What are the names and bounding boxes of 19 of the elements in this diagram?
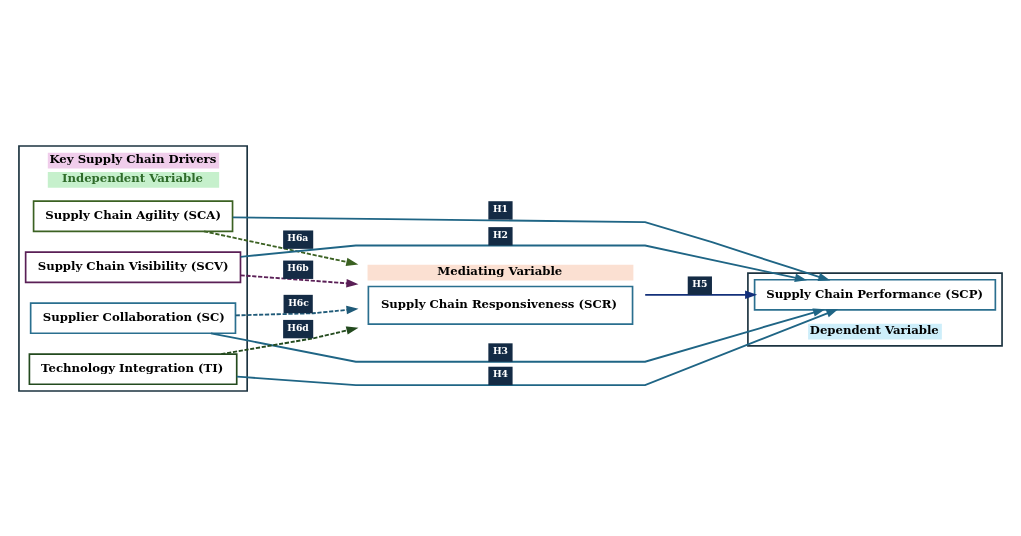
edge-label: H6c <box>288 296 309 308</box>
edge-label: H5 <box>692 277 708 289</box>
edge-label: H1 <box>492 202 509 214</box>
node-box: Supply Chain Agility (SCA) <box>32 199 234 232</box>
arrow <box>234 305 359 316</box>
node-box: Supplier Collaboration (SC) <box>29 301 237 334</box>
edge-label: H6b <box>287 261 309 273</box>
node-box: Supply Chain Visibility (SCV) <box>24 250 242 283</box>
edge-label: H2 <box>492 228 509 240</box>
node-box: Technology Integration (TI) <box>28 352 238 385</box>
arrow <box>239 273 359 287</box>
node-box: Supply Chain Performance (SCP) <box>753 278 997 311</box>
arrow <box>644 290 758 299</box>
edge-label: H6d <box>287 321 309 333</box>
edge-label: H4 <box>492 367 509 379</box>
arrow <box>220 325 359 355</box>
edge-label: H3 <box>492 344 509 356</box>
edge-label: H6a <box>287 231 309 243</box>
node-label: Dependent Variable <box>809 322 939 337</box>
